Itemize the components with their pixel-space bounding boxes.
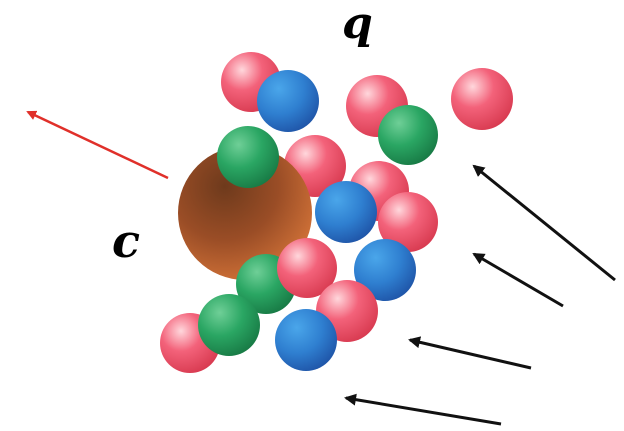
incoming-arrow	[344, 393, 502, 426]
blue-sphere	[354, 239, 416, 301]
blue-sphere	[275, 309, 337, 371]
incoming-arrow	[408, 336, 532, 370]
blue-sphere	[257, 70, 319, 132]
green-sphere	[378, 105, 438, 165]
red-sphere	[451, 68, 513, 130]
heavy-quark-sphere	[178, 146, 312, 280]
red-sphere	[378, 192, 438, 252]
quark-label: q	[342, 0, 373, 49]
outgoing-arrow	[26, 110, 169, 180]
heavy-quark-label: c	[112, 214, 141, 268]
blue-sphere	[315, 181, 377, 243]
green-sphere	[198, 294, 260, 356]
incoming-arrow	[472, 164, 616, 282]
green-sphere	[217, 126, 279, 188]
red-sphere	[277, 238, 337, 298]
incoming-arrow	[472, 252, 564, 308]
